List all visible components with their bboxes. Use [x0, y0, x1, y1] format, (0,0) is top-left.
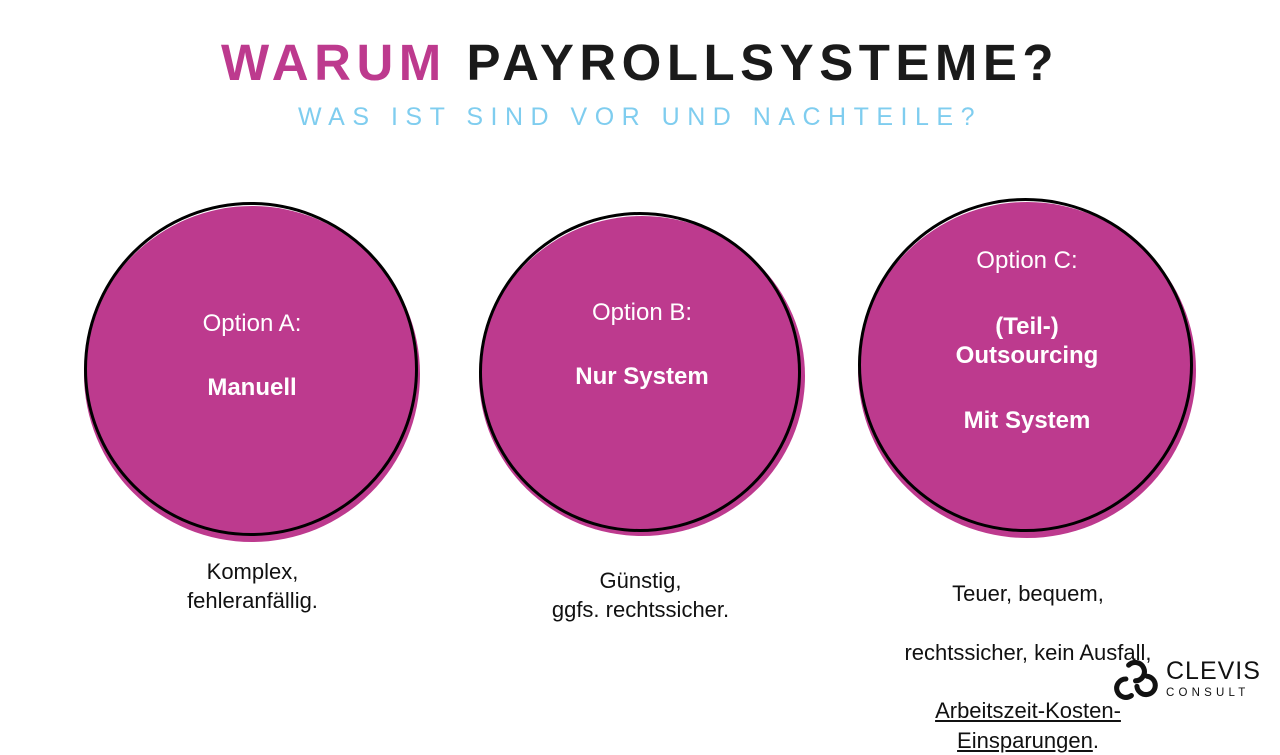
page-title: WARUM PAYROLLSYSTEME?: [0, 34, 1280, 91]
option-b-outline: [479, 212, 801, 532]
options-diagram: Option A: Manuell Option B: Nur System O…: [84, 198, 1196, 542]
option-b-name: Nur System: [575, 363, 709, 390]
clevis-consult-logo: CLEVIS CONSULT: [1113, 648, 1273, 710]
option-c-caption-line2: rechtssicher, kein Ausfall,: [904, 639, 1152, 665]
logo-name: CLEVIS: [1166, 656, 1261, 685]
page-title-accent: WARUM: [220, 34, 447, 91]
option-circle-c[interactable]: Option C: (Teil-) Outsourcing Mit System: [858, 198, 1196, 538]
option-a-outline: [84, 202, 418, 536]
option-b-label: Option B:: [591, 299, 693, 326]
option-c-name: (Teil-) Outsourcing: [955, 313, 1099, 370]
page-title-space: [447, 34, 467, 91]
option-a-label: Option A:: [202, 310, 302, 337]
option-circle-b[interactable]: Option B: Nur System: [479, 212, 805, 536]
trefoil-knot-icon: [1114, 659, 1158, 700]
option-a-name: Manuell: [207, 374, 297, 401]
option-c-label: Option C:: [976, 247, 1078, 274]
option-c-name-secondary: Mit System: [963, 407, 1091, 434]
page-subtitle: WAS IST SIND VOR UND NACHTEILE?: [298, 103, 982, 132]
option-b-caption: Günstig, ggfs. rechtssicher.: [551, 568, 730, 623]
logo-wordmark: CLEVIS CONSULT: [1166, 656, 1261, 700]
option-c-outline: [858, 198, 1193, 532]
option-c-caption-line1: Teuer, bequem,: [952, 581, 1104, 607]
page-title-rest: PAYROLLSYSTEME?: [466, 34, 1060, 91]
option-circle-a[interactable]: Option A: Manuell: [84, 202, 420, 542]
option-a-caption: Komplex, fehleranfällig.: [187, 559, 318, 614]
logo-tagline: CONSULT: [1166, 686, 1250, 699]
title-block: WARUM PAYROLLSYSTEME? WAS IST SIND VOR U…: [0, 34, 1280, 132]
option-c-caption-tail: .: [1092, 727, 1099, 753]
